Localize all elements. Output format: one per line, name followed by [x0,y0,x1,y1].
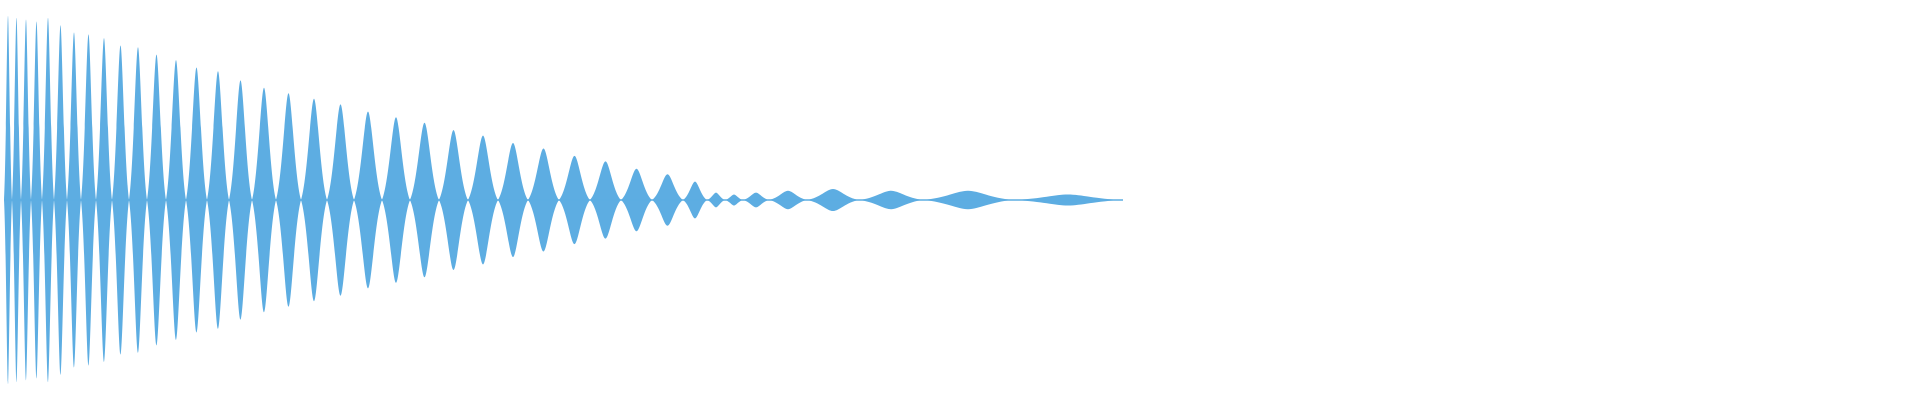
waveform-group [4,16,1123,384]
